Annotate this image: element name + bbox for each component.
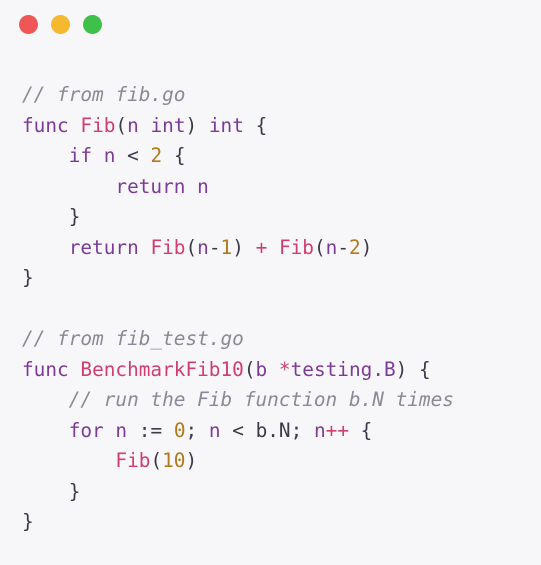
- code-line: func Fib(n int) int {: [22, 111, 454, 142]
- code-token: ): [185, 113, 209, 137]
- code-token: (: [243, 357, 256, 381]
- code-line: // from fib_test.go: [22, 324, 454, 355]
- code-token: ): [232, 235, 256, 259]
- code-token: [139, 236, 151, 259]
- code-token: ++: [325, 418, 349, 442]
- code-line: [22, 294, 454, 325]
- code-token: n: [325, 235, 338, 259]
- code-token: [92, 144, 104, 167]
- code-token: [185, 175, 197, 198]
- code-token: <: [115, 144, 151, 167]
- code-token: n: [208, 418, 221, 442]
- code-token: return: [115, 174, 186, 198]
- code-token: (: [185, 235, 198, 259]
- code-token: n: [127, 113, 139, 137]
- code-token: 2: [150, 144, 163, 167]
- code-token: [22, 236, 69, 259]
- code-line: func BenchmarkFib10(b *testing.B) {: [22, 355, 454, 386]
- code-token: ) {: [395, 357, 431, 381]
- code-token: -: [208, 235, 221, 259]
- code-token: testing.B: [290, 357, 396, 381]
- code-line: // from fib.go: [22, 80, 454, 111]
- code-line: // run the Fib function b.N times: [22, 385, 454, 416]
- code-line: if n < 2 {: [22, 141, 454, 172]
- code-token: 1: [220, 235, 233, 259]
- code-token: }: [22, 266, 34, 289]
- code-line: return n: [22, 172, 454, 203]
- code-line: }: [22, 202, 454, 233]
- code-token: [267, 358, 279, 381]
- code-token: (: [115, 113, 128, 137]
- code-comment: // from fib_test.go: [22, 327, 244, 350]
- code-token: int: [150, 113, 186, 137]
- code-token: (: [313, 235, 326, 259]
- code-token: n: [313, 418, 326, 442]
- code-token: BenchmarkFib10: [80, 357, 244, 381]
- code-token: *: [278, 357, 291, 381]
- maximize-button[interactable]: [83, 15, 102, 34]
- code-line: return Fib(n-1) + Fib(n-2): [22, 233, 454, 264]
- code-line: for n := 0; n < b.N; n++ {: [22, 416, 454, 447]
- code-token: +: [255, 235, 268, 259]
- code-token: Fib: [80, 113, 116, 137]
- code-token: }: [22, 205, 81, 228]
- code-line: Fib(10): [22, 446, 454, 477]
- code-token: [69, 114, 81, 137]
- code-token: [22, 175, 115, 198]
- code-token: }: [22, 479, 81, 503]
- code-token: [22, 144, 69, 167]
- code-token: [22, 449, 115, 472]
- code-token: ): [185, 449, 198, 472]
- code-token: Fib: [278, 235, 314, 259]
- code-token: ;: [185, 418, 209, 442]
- code-token: [22, 419, 69, 442]
- code-token: Fib: [150, 235, 186, 259]
- code-token: [104, 419, 116, 442]
- code-line: }: [22, 263, 454, 294]
- code-token: int: [208, 113, 244, 137]
- window-controls: [19, 15, 102, 34]
- code-token: n: [197, 235, 209, 259]
- code-token: b: [255, 357, 268, 381]
- code-comment: // from fib.go: [22, 83, 186, 106]
- close-button[interactable]: [19, 15, 38, 34]
- minimize-button[interactable]: [51, 15, 70, 34]
- code-token: 10: [162, 449, 186, 472]
- code-token: [267, 236, 279, 259]
- code-token: func: [22, 357, 69, 381]
- code-comment: // run the Fib function b.N times: [68, 388, 454, 411]
- code-token: -: [337, 235, 350, 259]
- code-token: {: [349, 418, 373, 442]
- code-token: if: [68, 144, 93, 167]
- code-token: n: [115, 418, 128, 442]
- code-line: }: [22, 507, 454, 538]
- code-token: return: [68, 235, 139, 259]
- code-token: func: [22, 113, 69, 137]
- code-token: for: [68, 418, 104, 442]
- code-token: 2: [349, 235, 361, 259]
- code-token: < b.N;: [220, 418, 314, 442]
- code-token: [22, 388, 69, 411]
- code-token: }: [22, 510, 34, 533]
- code-token: :=: [127, 418, 174, 442]
- code-token: (: [150, 449, 163, 472]
- code-token: [139, 114, 151, 137]
- code-line: }: [22, 477, 454, 508]
- code-token: Fib: [115, 449, 151, 472]
- code-token: 0: [173, 418, 186, 442]
- code-token: n: [103, 144, 116, 167]
- code-token: {: [162, 144, 186, 167]
- code-token: n: [197, 174, 209, 198]
- code-token: {: [243, 113, 268, 137]
- code-token: ): [360, 235, 373, 259]
- code-token: [69, 358, 81, 381]
